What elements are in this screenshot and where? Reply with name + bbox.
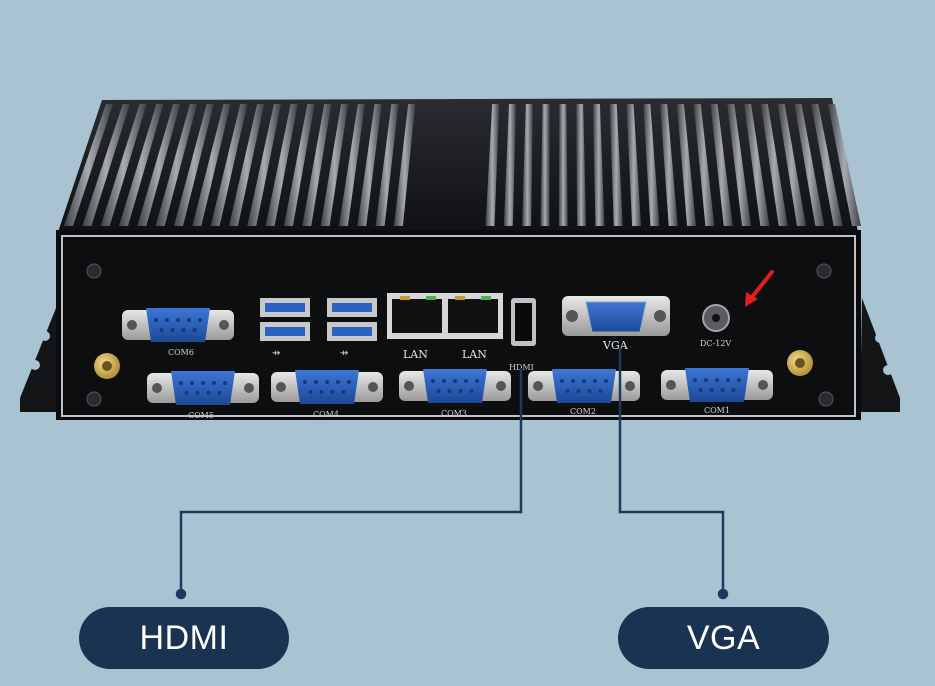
heatsink-fin: [727, 104, 752, 226]
heatsink-fin: [744, 104, 770, 226]
heatsink-fin: [228, 104, 265, 226]
heatsink-fin: [710, 104, 733, 226]
heatsink: [58, 98, 861, 232]
dc-label: DC-12V: [700, 339, 731, 348]
heatsink-fin: [338, 104, 365, 226]
heatsink-fin: [302, 104, 332, 226]
lan1-label: LAN: [403, 348, 428, 361]
serial-port-com4: COM4: [271, 370, 383, 419]
usb-port: [260, 298, 310, 317]
com4-label: COM4: [313, 410, 339, 419]
heatsink-fin: [393, 104, 416, 226]
heatsink-fin: [64, 104, 113, 226]
serial-port-com2: COM2: [528, 369, 640, 416]
dc-power-jack: DC-12V: [700, 304, 731, 348]
heatsink-fin: [676, 104, 697, 226]
com1-label: COM1: [704, 406, 730, 415]
heatsink-fin: [247, 104, 281, 226]
heatsink-fin: [626, 104, 642, 226]
vga-leader-line: [618, 348, 729, 600]
vga-port-label: VGA: [602, 339, 629, 352]
usb-port: [327, 322, 377, 341]
hdmi-port: HDMI: [509, 298, 536, 372]
heatsink-fin: [485, 104, 500, 226]
serial-port-com3: COM3: [399, 369, 511, 418]
heatsink-fin: [265, 104, 298, 226]
heatsink-fin: [375, 104, 399, 226]
heatsink-fin: [794, 104, 825, 226]
vga-callout-label: VGA: [618, 607, 829, 669]
usb-icon: ⇸: [272, 348, 280, 359]
heatsink-fin: [828, 104, 861, 226]
heatsink-fin: [811, 104, 843, 226]
serial-port-com1: COM1: [661, 368, 773, 415]
heatsink-fin: [540, 104, 550, 226]
heatsink-fin: [693, 104, 715, 226]
heatsink-fin: [660, 104, 678, 226]
com2-label: COM2: [570, 407, 596, 416]
com6-label: COM6: [168, 348, 194, 357]
usb-port: [327, 298, 377, 317]
heatsink-fin: [522, 104, 533, 226]
left-bracket: [20, 298, 62, 412]
heatsink-fin: [192, 104, 231, 226]
usb-icon: ⇸: [340, 348, 348, 359]
hdmi-callout-label: HDMI: [79, 607, 289, 669]
heatsink-fin: [210, 104, 248, 226]
com5-label: COM5: [188, 411, 214, 420]
hdmi-leader-line: [175, 368, 523, 600]
serial-port-com5: COM5: [147, 371, 259, 420]
com3-label: COM3: [441, 409, 467, 418]
antenna-right: [787, 350, 813, 376]
serial-port-com6: COM6: [122, 308, 234, 357]
right-bracket: [860, 298, 900, 412]
heatsink-fin: [760, 104, 788, 226]
heatsink-fin: [283, 104, 315, 226]
hdmi-port-label: HDMI: [509, 363, 534, 372]
heatsink-fin: [503, 104, 516, 226]
heatsink-fin: [777, 104, 807, 226]
heatsink-fin: [100, 104, 147, 226]
heatsink-fin: [155, 104, 197, 226]
lan-ports: LAN LAN: [387, 293, 503, 361]
lan2-label: LAN: [462, 348, 487, 361]
red-arrow-icon: [745, 270, 774, 307]
heatsink-fin: [643, 104, 660, 226]
heatsink-fin: [558, 104, 568, 226]
heatsink-fin: [118, 104, 164, 226]
heatsink-fin: [357, 104, 382, 226]
heatsink-fin: [173, 104, 214, 226]
heatsink-fin: [82, 104, 130, 226]
heatsink-fin: [576, 104, 587, 226]
heatsink-fin: [320, 104, 349, 226]
panel-screws: [86, 263, 834, 407]
heatsink-fin: [137, 104, 181, 226]
heatsink-fin: [592, 104, 605, 226]
antenna-left: [94, 353, 120, 379]
vga-port: VGA: [562, 296, 670, 352]
heatsink-fin: [609, 104, 623, 226]
usb-port: [260, 322, 310, 341]
usb-ports: ⇸ ⇸: [260, 298, 377, 359]
